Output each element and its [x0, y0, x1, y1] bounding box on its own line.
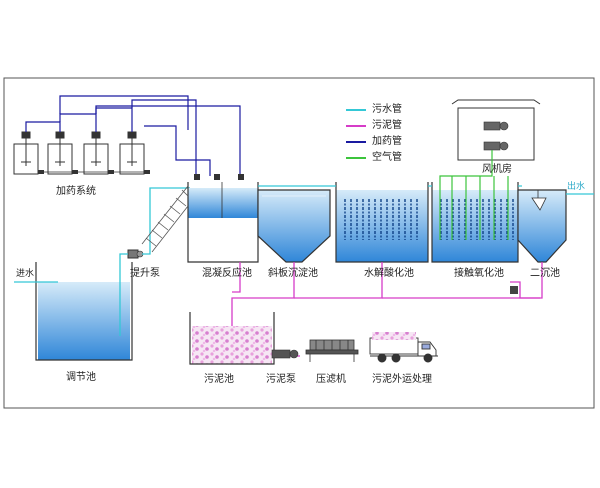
label-blower-room: 风机房 — [482, 164, 512, 175]
label-sludge-tank: 污泥池 — [204, 374, 234, 385]
air-pipes — [439, 150, 509, 240]
equalization-tank — [35, 262, 133, 361]
label-coag-tank: 混凝反应池 — [202, 268, 252, 279]
label-contact-ox: 接触氧化池 — [454, 268, 504, 279]
sludge-return-pump — [510, 286, 518, 294]
hydrolysis-tank — [335, 182, 429, 263]
label-secondary: 二沉池 — [530, 268, 560, 279]
legend-swatches — [346, 109, 366, 159]
dosing-tanks — [13, 131, 145, 175]
lift-pump — [127, 249, 144, 259]
access-stairs — [141, 185, 189, 253]
label-equalization-tank: 调节池 — [66, 372, 96, 383]
legend-label-air: 空气管 — [372, 152, 402, 163]
label-settler: 斜板沉淀池 — [268, 268, 318, 279]
dosing-tank — [119, 131, 145, 175]
label-inlet: 进水 — [16, 269, 35, 279]
label-filter-press: 压滤机 — [316, 374, 346, 385]
legend-label-sludge: 污泥管 — [372, 120, 402, 131]
dosing-tank — [47, 131, 73, 175]
sludge-truck — [369, 332, 438, 363]
coag-tank — [187, 174, 259, 263]
legend-label-sewage: 污水管 — [372, 104, 402, 115]
lift-pipe-up — [142, 187, 190, 255]
lift-pipe — [119, 253, 128, 336]
dosing-tank — [13, 131, 39, 175]
label-sludge-pump: 污泥泵 — [266, 374, 296, 385]
sludge-tank — [189, 312, 275, 365]
label-dosing-system: 加药系统 — [56, 186, 96, 197]
settler-tank — [257, 189, 331, 263]
label-sludge-out: 污泥外运处理 — [372, 374, 432, 385]
label-hydrolysis: 水解酸化池 — [364, 268, 414, 279]
filter-press — [305, 339, 359, 362]
blower-room — [451, 99, 541, 161]
secondary-clarifier — [517, 189, 567, 263]
contact-ox-tank — [431, 182, 519, 263]
dosing-tank — [83, 131, 109, 175]
label-outlet: 出水 — [567, 182, 586, 192]
diagram-frame — [3, 77, 595, 409]
legend-label-dosing: 加药管 — [372, 136, 402, 147]
sludge-pump — [271, 349, 299, 359]
dosing-pipes — [25, 95, 241, 176]
label-lift-pump: 提升泵 — [130, 268, 160, 279]
